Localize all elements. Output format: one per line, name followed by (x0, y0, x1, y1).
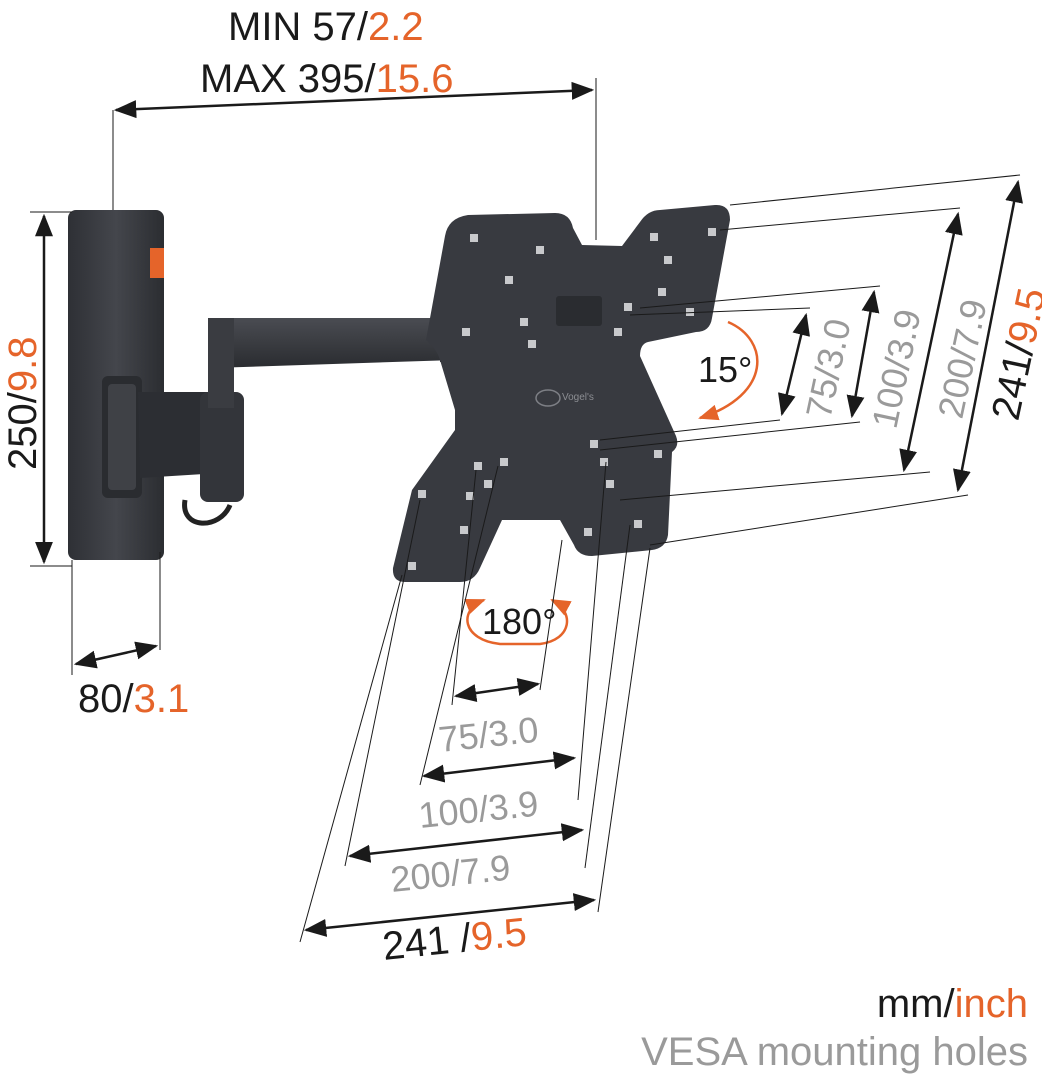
height-label: 250/9.8 (1, 337, 45, 470)
vesa-holes (408, 228, 716, 570)
vogels-logo: Vogel's (535, 389, 594, 407)
wall-mount-product: Vogel's (68, 204, 730, 583)
arm-segment-2 (210, 318, 455, 368)
brand-tag-icon (150, 248, 164, 278)
vesa-h-200-label: 200/7.9 (389, 847, 513, 900)
depth-label: 80/3.1 (78, 677, 189, 721)
arm-elbow (200, 392, 244, 502)
svg-text:Vogel's: Vogel's (562, 392, 594, 403)
tilt-label: 15° (698, 349, 752, 390)
units-mm: mm/ (876, 982, 955, 1026)
vesa-v-100-label: 100/3.9 (864, 306, 929, 432)
min-width-label: MIN 57/2.2 (228, 5, 424, 49)
vesa-v-75-label: 75/3.0 (798, 315, 859, 421)
vesa-horizontal-dimensions: 75/3.0 100/3.9 200/7.9 241 /9.5 (299, 461, 651, 969)
vesa-h-75-label: 75/3.0 (437, 709, 541, 760)
top-width-dimension: MIN 57/2.2 MAX 395/15.6 (112, 5, 597, 240)
wall-hinge (102, 376, 142, 498)
vesa-caption: VESA mounting holes (641, 1030, 1028, 1074)
units-legend: mm/inch (877, 982, 1028, 1027)
swivel-label: 180° (482, 601, 556, 642)
plate-slot (556, 296, 602, 326)
vesa-v-200-label: 200/7.9 (930, 296, 995, 422)
swivel-indicator: 180° (464, 598, 572, 646)
vesa-h-100-label: 100/3.9 (417, 783, 541, 836)
max-width-label: MAX 395/15.6 (200, 57, 454, 101)
units-inch: inch (954, 982, 1028, 1026)
vesa-plate (392, 204, 730, 583)
tilt-indicator: 15° (698, 320, 759, 421)
height-dimension: 250/9.8 (1, 211, 72, 567)
vesa-h-241-label: 241 /9.5 (380, 910, 528, 969)
depth-dimension: 80/3.1 (71, 552, 189, 721)
